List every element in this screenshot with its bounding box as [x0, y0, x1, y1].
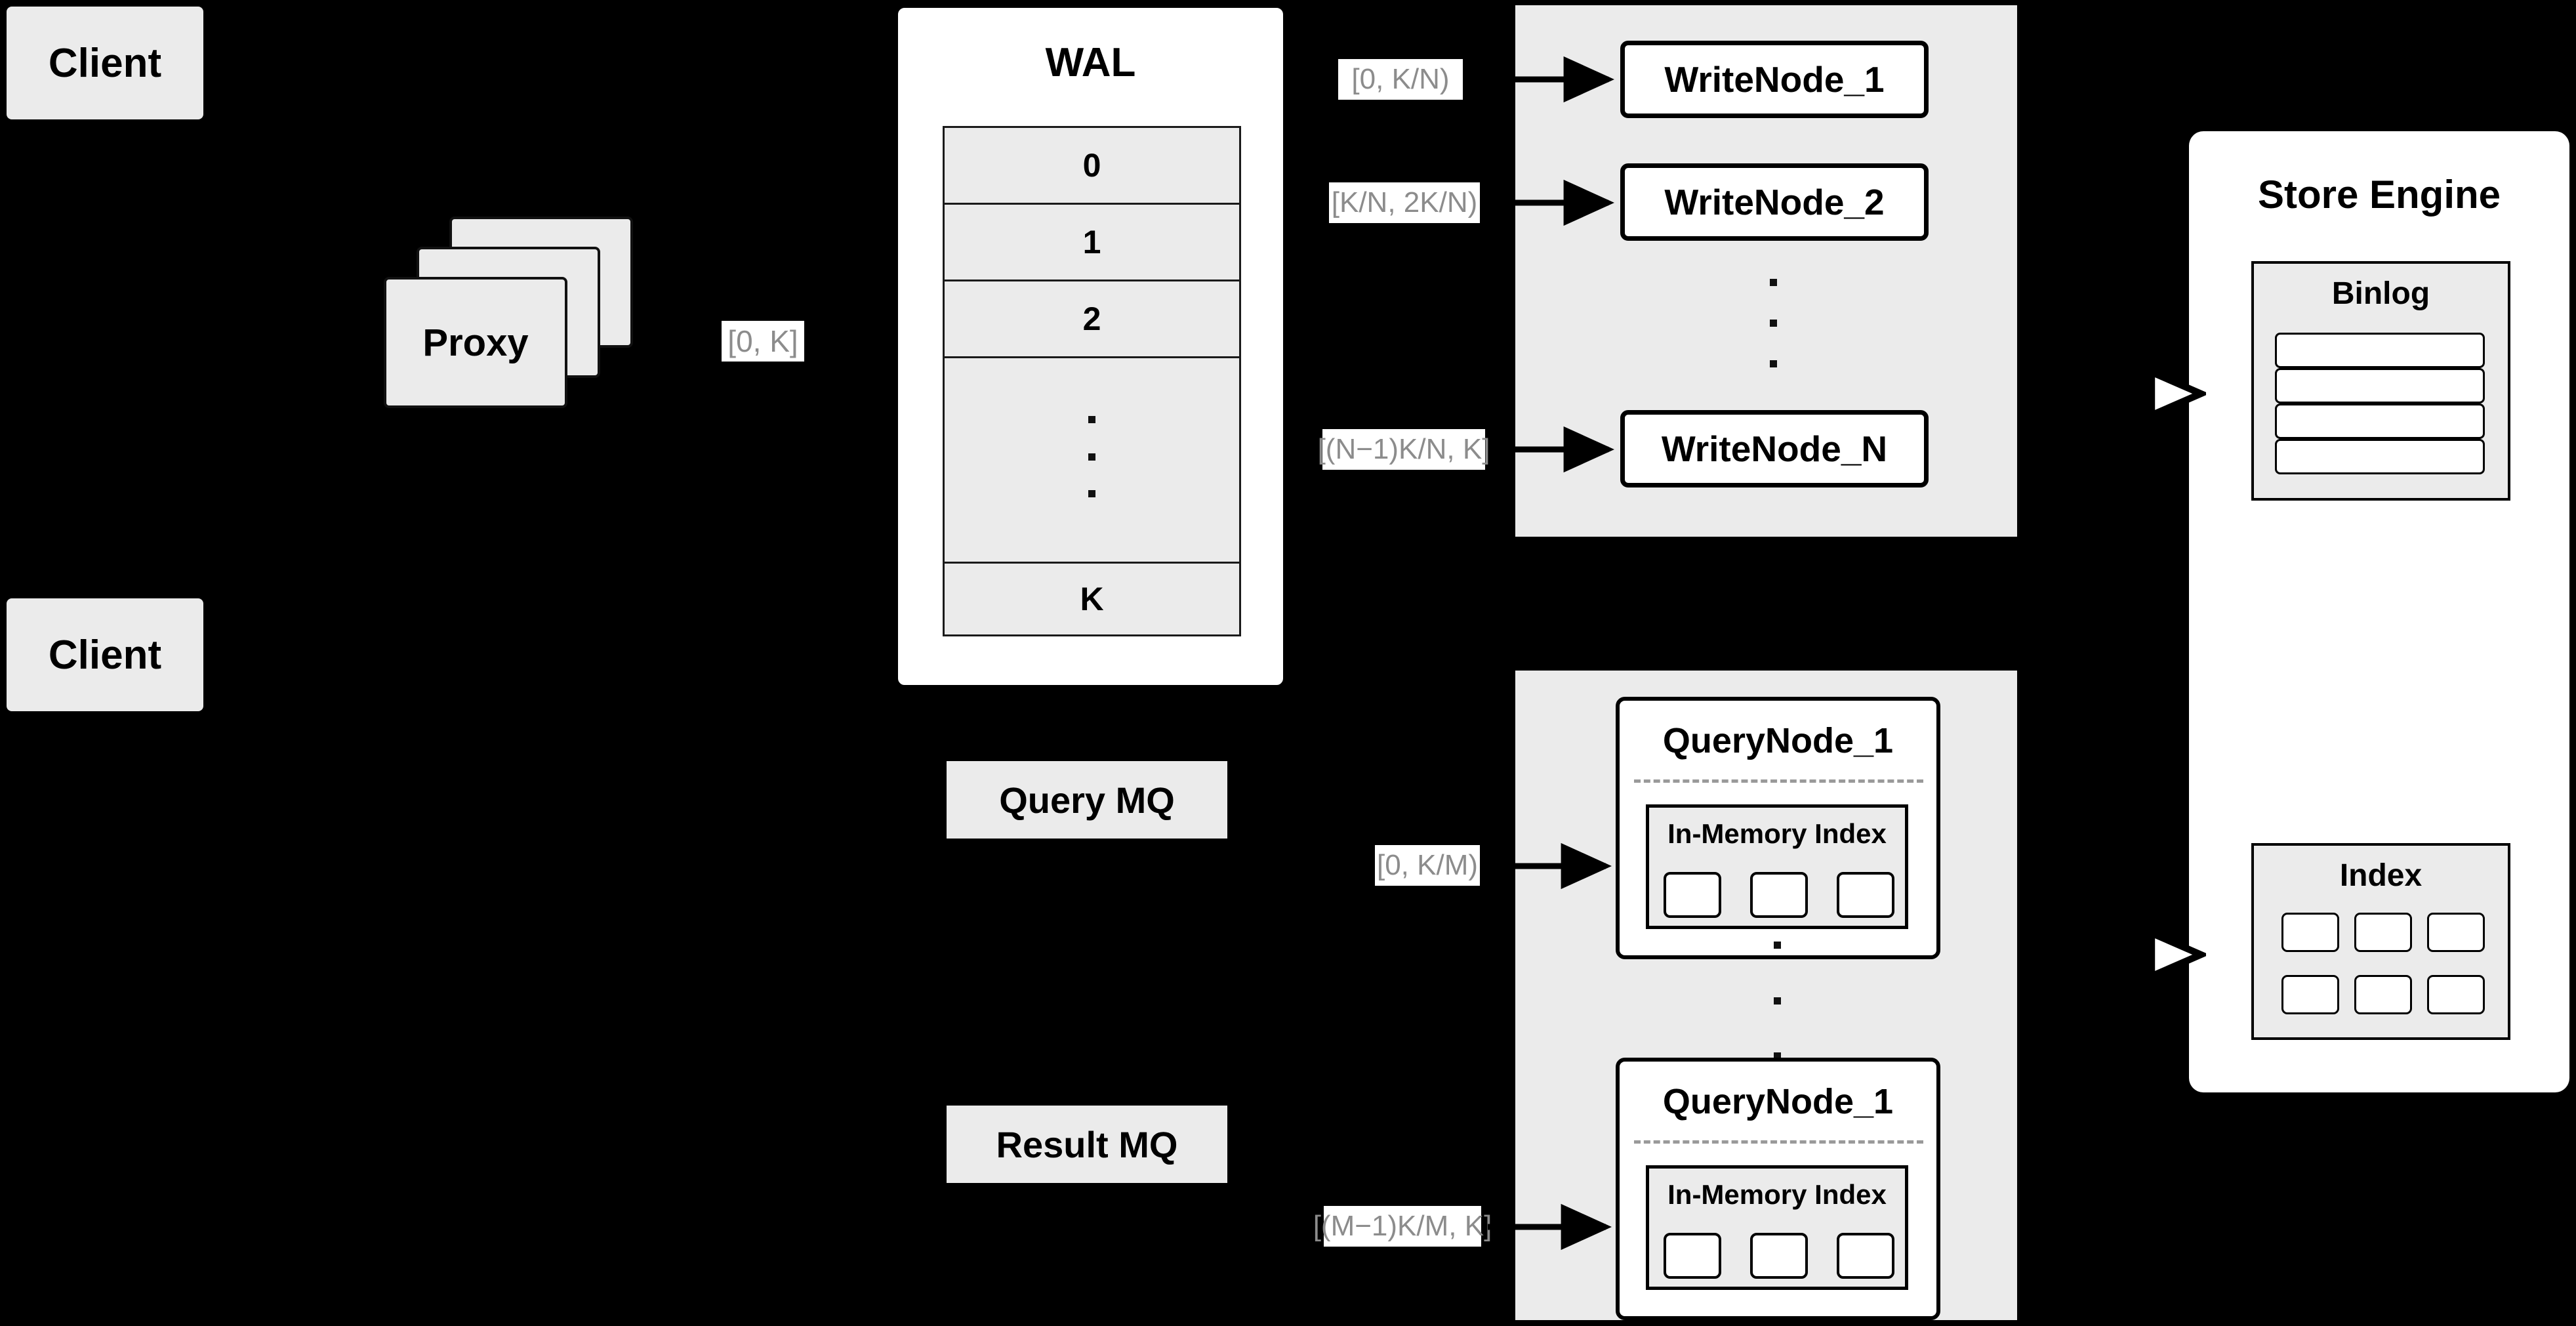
write-node-label: WriteNode_1	[1664, 59, 1885, 100]
query-node-separator	[1634, 1140, 1923, 1144]
range-label-write-node-2: [K/N, 2K/N)	[1329, 182, 1480, 223]
range-text: [0, K]	[727, 324, 798, 358]
wal-row-label: K	[1080, 581, 1104, 617]
index-cell[interactable]	[1750, 872, 1808, 918]
proxy-stack-layer-front[interactable]: Proxy	[384, 277, 567, 408]
write-node-1[interactable]: WriteNode_1	[1620, 41, 1929, 118]
query-node-label: QueryNode_1	[1662, 721, 1894, 760]
wal-row-label: 1	[1082, 224, 1101, 260]
write-node-2[interactable]: WriteNode_2	[1620, 163, 1929, 241]
query-mq-box[interactable]: Query MQ	[947, 761, 1227, 839]
wal-title: WAL	[1045, 40, 1136, 85]
range-label-write-node-n: [(N−1)K/N, K]	[1318, 429, 1490, 470]
vertical-ellipsis-icon	[1088, 416, 1095, 497]
index-cell[interactable]	[1750, 1233, 1808, 1279]
index-title: Index	[2339, 858, 2423, 893]
in-memory-index-title: In-Memory Index	[1667, 818, 1887, 849]
query-group-vertical-ellipsis-icon	[1774, 942, 1781, 1060]
index-cell[interactable]	[1664, 1233, 1721, 1279]
write-node-n[interactable]: WriteNode_N	[1620, 410, 1929, 487]
index-cell-row	[1664, 1233, 1894, 1279]
write-node-label: WriteNode_2	[1664, 182, 1885, 222]
binlog-entry[interactable]	[2275, 404, 2485, 439]
client-box-2[interactable]: Client	[7, 598, 203, 711]
range-text: [(N−1)K/N, K]	[1317, 433, 1490, 465]
in-memory-index-m[interactable]: In-Memory Index	[1646, 1165, 1908, 1290]
wal-table: 0 1 2 K	[943, 126, 1241, 636]
query-node-1[interactable]: QueryNode_1 In-Memory Index	[1616, 697, 1940, 959]
client-label: Client	[48, 632, 162, 678]
write-group-vertical-ellipsis-icon	[1770, 279, 1777, 367]
index-cell[interactable]	[1837, 872, 1894, 918]
index-grid	[2281, 913, 2485, 1014]
wal-row-label: 0	[1082, 147, 1101, 184]
query-node-separator	[1634, 779, 1923, 783]
store-index-cell[interactable]	[2281, 975, 2339, 1014]
binlog-entry[interactable]	[2275, 439, 2485, 474]
range-label-write-node-1: [0, K/N)	[1338, 59, 1463, 100]
wal-row[interactable]: 2	[943, 281, 1241, 358]
range-label-proxy-to-wal: [0, K]	[722, 321, 804, 362]
wal-row[interactable]: 1	[943, 205, 1241, 281]
result-mq-label: Result MQ	[996, 1123, 1178, 1165]
index-cell-row	[1664, 872, 1894, 918]
store-index-cell[interactable]	[2427, 913, 2485, 952]
range-text: [(M−1)K/M, K]	[1313, 1210, 1492, 1242]
index-cell[interactable]	[1664, 872, 1721, 918]
index-box[interactable]: Index	[2251, 843, 2510, 1040]
store-engine-title: Store Engine	[2257, 173, 2501, 217]
wal-row[interactable]: 0	[943, 126, 1241, 205]
binlog-entry[interactable]	[2275, 368, 2485, 404]
store-index-cell[interactable]	[2354, 975, 2412, 1014]
binlog-entry-list	[2275, 333, 2485, 474]
range-label-query-node-1: [0, K/M)	[1375, 845, 1480, 886]
in-memory-index-title: In-Memory Index	[1667, 1179, 1887, 1210]
binlog-title: Binlog	[2331, 276, 2430, 311]
write-node-label: WriteNode_N	[1661, 428, 1888, 469]
query-node-label: QueryNode_1	[1662, 1082, 1894, 1121]
index-cell[interactable]	[1837, 1233, 1894, 1279]
binlog-box[interactable]: Binlog	[2251, 261, 2510, 501]
wal-panel: WAL 0 1 2 K	[895, 5, 1286, 688]
client-label: Client	[48, 40, 162, 86]
store-index-cell[interactable]	[2354, 913, 2412, 952]
wal-row-label: 2	[1082, 300, 1101, 337]
result-mq-box[interactable]: Result MQ	[947, 1106, 1227, 1183]
wal-row[interactable]: K	[943, 564, 1241, 636]
wal-row-ellipsis	[943, 358, 1241, 564]
range-text: [0, K/N)	[1351, 63, 1450, 95]
proxy-stack[interactable]: Proxy	[380, 217, 676, 426]
store-engine-panel: Store Engine Binlog Index	[2189, 131, 2569, 1092]
range-text: [K/N, 2K/N)	[1331, 186, 1478, 218]
query-mq-label: Query MQ	[999, 779, 1175, 821]
in-memory-index-1[interactable]: In-Memory Index	[1646, 804, 1908, 929]
query-node-m[interactable]: QueryNode_1 In-Memory Index	[1616, 1058, 1940, 1320]
store-index-cell[interactable]	[2281, 913, 2339, 952]
range-text: [0, K/M)	[1376, 849, 1479, 881]
store-index-cell[interactable]	[2427, 975, 2485, 1014]
binlog-entry[interactable]	[2275, 333, 2485, 368]
client-box-1[interactable]: Client	[7, 7, 203, 119]
proxy-label: Proxy	[422, 321, 529, 364]
range-label-query-node-m: [(M−1)K/M, K]	[1313, 1206, 1492, 1247]
